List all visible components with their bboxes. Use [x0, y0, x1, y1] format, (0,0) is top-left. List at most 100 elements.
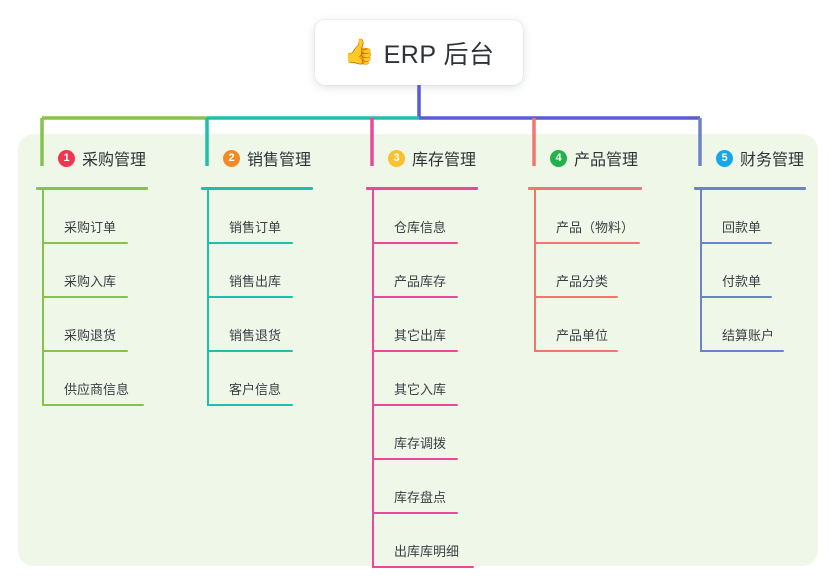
leaf-underline [700, 350, 784, 352]
leaf-underline [372, 566, 474, 568]
leaf-label: 采购退货 [64, 328, 117, 343]
leaf-item[interactable]: 结算账户 [694, 298, 804, 352]
leaf-underline [42, 296, 128, 298]
leaf-underline [42, 404, 144, 406]
leaf-label: 产品库存 [394, 274, 447, 289]
leaf-connector [207, 298, 209, 352]
leaf-item[interactable]: 产品单位 [528, 298, 638, 352]
leaf-connector [372, 244, 374, 298]
branch-column-5: 5 财务管理回款单付款单结算账户 [694, 146, 806, 352]
leaf-item[interactable]: 采购订单 [36, 190, 146, 244]
leaf-label: 回款单 [722, 220, 762, 235]
branch-underline [36, 187, 148, 190]
leaf-label: 采购订单 [64, 220, 117, 235]
leaf-label: 库存调拨 [394, 436, 447, 451]
leaf-connector [372, 460, 374, 514]
leaf-connector [372, 190, 374, 244]
leaf-underline [42, 242, 128, 244]
leaf-underline [700, 296, 772, 298]
branch-title: 产品管理 [574, 152, 639, 169]
branch-title: 库存管理 [412, 152, 477, 169]
leaf-connector [534, 244, 536, 298]
leaf-item[interactable]: 采购入库 [36, 244, 146, 298]
leaf-underline [207, 242, 293, 244]
leaf-connector [372, 514, 374, 568]
branch-underline [694, 187, 806, 190]
leaf-underline [42, 350, 128, 352]
branch-header-3[interactable]: 3 库存管理 [366, 146, 478, 190]
branch-number-badge: 4 [550, 149, 567, 167]
leaf-item[interactable]: 采购退货 [36, 298, 146, 352]
leaf-connector [42, 352, 44, 406]
leaf-label: 仓库信息 [394, 220, 447, 235]
leaf-label: 供应商信息 [64, 382, 130, 397]
leaf-connector [207, 244, 209, 298]
leaf-label: 客户信息 [229, 382, 282, 397]
leaf-connector [372, 352, 374, 406]
leaf-item[interactable]: 销售出库 [201, 244, 311, 298]
leaf-item[interactable]: 客户信息 [201, 352, 311, 406]
leaf-item[interactable]: 销售退货 [201, 298, 311, 352]
leaf-item[interactable]: 产品库存 [366, 244, 476, 298]
leaf-underline [372, 458, 458, 460]
leaf-label: 产品单位 [556, 328, 609, 343]
leaf-item[interactable]: 出库库明细 [366, 514, 476, 568]
leaf-underline [372, 350, 458, 352]
thumbs-up-icon: 👍 [343, 38, 375, 66]
leaf-label: 其它入库 [394, 382, 447, 397]
branch-number-badge: 1 [58, 149, 75, 167]
branch-header-4[interactable]: 4 产品管理 [528, 146, 642, 190]
leaf-item[interactable]: 产品分类 [528, 244, 638, 298]
leaf-connector [42, 190, 44, 244]
leaf-label: 其它出库 [394, 328, 447, 343]
leaf-item[interactable]: 回款单 [694, 190, 804, 244]
leaf-connector [372, 298, 374, 352]
leaf-label: 付款单 [722, 274, 762, 289]
leaf-underline [700, 242, 772, 244]
leaf-connector [534, 298, 536, 352]
leaf-item[interactable]: 其它出库 [366, 298, 476, 352]
leaf-connector [207, 352, 209, 406]
leaf-connector [42, 298, 44, 352]
leaf-underline [372, 242, 458, 244]
root-title: ERP 后台 [383, 40, 495, 69]
branch-number-badge: 3 [388, 149, 405, 167]
branch-column-3: 3 库存管理仓库信息产品库存其它出库其它入库库存调拨库存盘点出库库明细 [366, 146, 478, 568]
leaf-connector [700, 244, 702, 298]
leaf-underline [372, 512, 458, 514]
leaf-item[interactable]: 其它入库 [366, 352, 476, 406]
branch-column-1: 1 采购管理采购订单采购入库采购退货供应商信息 [36, 146, 148, 406]
leaf-item[interactable]: 库存调拨 [366, 406, 476, 460]
leaf-label: 销售退货 [229, 328, 282, 343]
leaf-underline [207, 404, 293, 406]
leaf-connector [42, 244, 44, 298]
leaf-underline [207, 350, 293, 352]
leaf-label: 库存盘点 [394, 490, 447, 505]
leaf-underline [372, 404, 458, 406]
leaf-connector [534, 190, 536, 244]
leaf-item[interactable]: 付款单 [694, 244, 804, 298]
branch-header-5[interactable]: 5 财务管理 [694, 146, 806, 190]
leaf-item[interactable]: 供应商信息 [36, 352, 146, 406]
leaf-underline [534, 242, 640, 244]
leaf-label: 产品分类 [556, 274, 609, 289]
branch-header-1[interactable]: 1 采购管理 [36, 146, 148, 190]
branch-title: 采购管理 [82, 152, 147, 169]
root-node[interactable]: 👍 ERP 后台 [315, 20, 523, 85]
leaf-item[interactable]: 库存盘点 [366, 460, 476, 514]
branch-underline [528, 187, 642, 190]
branch-title: 财务管理 [740, 152, 805, 169]
leaf-underline [372, 296, 458, 298]
leaf-item[interactable]: 产品（物料） [528, 190, 640, 244]
leaf-item[interactable]: 仓库信息 [366, 190, 476, 244]
leaf-label: 销售订单 [229, 220, 282, 235]
leaf-item[interactable]: 销售订单 [201, 190, 311, 244]
branch-number-badge: 2 [223, 149, 240, 167]
branch-number-badge: 5 [716, 149, 733, 167]
leaf-label: 产品（物料） [556, 220, 635, 235]
leaf-label: 采购入库 [64, 274, 117, 289]
